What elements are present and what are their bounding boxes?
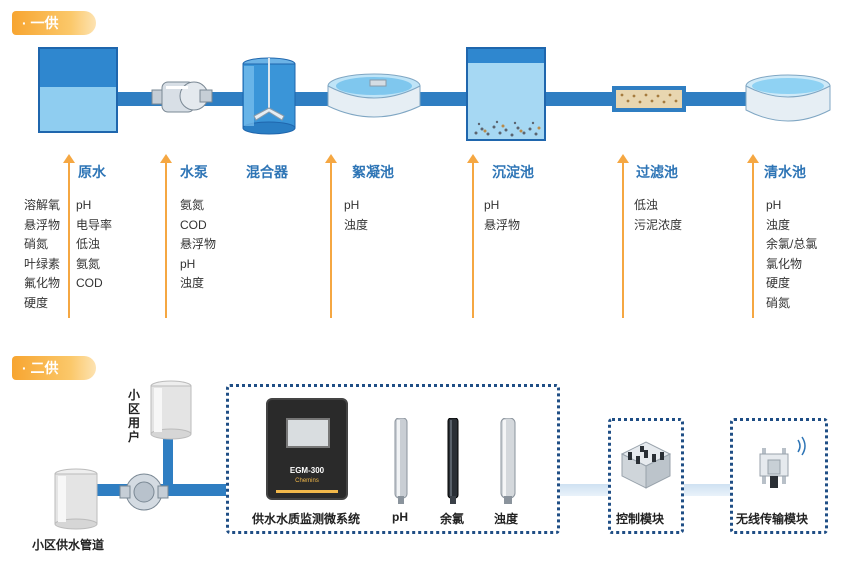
param-item: 硬度 xyxy=(24,295,49,310)
arrow-pump xyxy=(160,154,172,318)
ph-sensor-icon xyxy=(394,418,408,504)
user-tank xyxy=(150,380,192,440)
params-flocculation: pH 浊度 xyxy=(344,196,368,235)
riser-pipe xyxy=(163,436,173,488)
flocculation-tank xyxy=(327,73,421,118)
pipe-tank xyxy=(54,468,98,530)
device-brand: Chemins xyxy=(295,478,319,484)
params-pump: 氨氮 COD 悬浮物 pH 浊度 xyxy=(180,196,216,294)
param-item: 悬浮物 xyxy=(180,237,217,252)
sensor-label-chlorine: 余氯 xyxy=(440,512,465,526)
param-item: pH xyxy=(484,198,500,212)
params-clear-water: pH 浊度 余氯/总氯 氯化物 硬度 硝氮 xyxy=(766,196,817,314)
params-raw-water-left: 溶解氧 悬浮物 硝氮 叶绿素 氟化物 硬度 xyxy=(24,196,60,314)
arrow-filter xyxy=(617,154,629,318)
param-item: 电导率 xyxy=(76,217,113,232)
param-item: 叶绿素 xyxy=(24,256,61,271)
params-filter: 低浊 污泥浓度 xyxy=(634,196,682,235)
param-item: 悬浮物 xyxy=(24,217,61,232)
chlorine-sensor-icon xyxy=(447,418,459,504)
control-module-icon xyxy=(620,441,672,489)
params-raw-water-right: pH 电导率 低浊 氨氮 COD xyxy=(76,196,112,294)
param-item: 溶解氧 xyxy=(24,198,61,212)
params-sedimentation: pH 悬浮物 xyxy=(484,196,520,235)
system-label: 供水水质监测微系统 xyxy=(252,512,361,526)
pipe-label: 小区供水管道 xyxy=(32,538,105,552)
link-pipe-2 xyxy=(684,484,730,496)
param-item: 浊度 xyxy=(344,217,369,232)
param-item: 低浊 xyxy=(76,237,101,252)
param-item: COD xyxy=(180,217,207,232)
param-item: pH xyxy=(344,198,360,212)
control-module-label: 控制模块 xyxy=(616,512,665,526)
device-screen xyxy=(286,418,330,448)
section-tag-first: · 一供 xyxy=(12,11,96,35)
arrow-raw-water xyxy=(63,154,75,318)
control-module-box xyxy=(608,418,684,534)
mixer-icon xyxy=(242,57,296,135)
param-item: 氟化物 xyxy=(24,276,61,291)
monitoring-system-box xyxy=(226,384,560,534)
link-pipe-1 xyxy=(560,484,608,496)
stage-label-pump: 水泵 xyxy=(180,164,208,180)
stage-label-clear-water: 清水池 xyxy=(764,164,806,180)
stage-label-sedimentation: 沉淀池 xyxy=(492,164,534,180)
filter-pipe xyxy=(612,86,686,112)
wireless-module-icon xyxy=(759,436,806,488)
param-item: 氨氮 xyxy=(180,198,205,212)
raw-water-tank xyxy=(38,47,118,133)
param-item: pH xyxy=(766,198,782,212)
user-label: 小区用户 xyxy=(128,388,141,444)
pump-icon xyxy=(151,81,213,113)
param-item: 余氯/总氯 xyxy=(766,237,818,252)
supply-pump-icon xyxy=(119,473,169,511)
sensor-label-turbidity: 浊度 xyxy=(494,512,519,526)
param-item: pH xyxy=(180,256,196,271)
sensor-label-ph: pH xyxy=(392,510,408,524)
param-item: 低浊 xyxy=(634,198,659,212)
arrow-flocculation xyxy=(325,154,337,318)
param-item: COD xyxy=(76,276,103,291)
arrow-clear-water xyxy=(747,154,759,318)
sedimentation-tank xyxy=(466,47,546,141)
param-item: 硝氮 xyxy=(766,295,791,310)
param-item: 浊度 xyxy=(180,276,205,291)
param-item: 氯化物 xyxy=(766,256,803,271)
device-model: EGM-300 xyxy=(289,466,325,475)
device-stripe xyxy=(276,490,338,493)
turbidity-sensor-icon xyxy=(500,418,516,504)
param-item: 硝氮 xyxy=(24,237,49,252)
stage-label-raw-water: 原水 xyxy=(78,164,106,180)
param-item: pH xyxy=(76,198,92,212)
wireless-module-label: 无线传输模块 xyxy=(736,512,809,526)
stage-label-filter: 过滤池 xyxy=(636,164,678,180)
stage-label-mixer: 混合器 xyxy=(246,164,288,180)
param-item: 浊度 xyxy=(766,217,791,232)
param-item: 硬度 xyxy=(766,276,791,291)
wireless-module-box xyxy=(730,418,828,534)
stage-label-flocculation: 絮凝池 xyxy=(352,164,394,180)
param-item: 氨氮 xyxy=(76,256,101,271)
section-tag-second: · 二供 xyxy=(12,356,96,380)
arrow-sedimentation xyxy=(467,154,479,318)
egm-device: EGM-300 Chemins xyxy=(266,398,348,500)
clear-water-tank xyxy=(745,74,831,122)
param-item: 污泥浓度 xyxy=(634,217,683,232)
param-item: 悬浮物 xyxy=(484,217,521,232)
